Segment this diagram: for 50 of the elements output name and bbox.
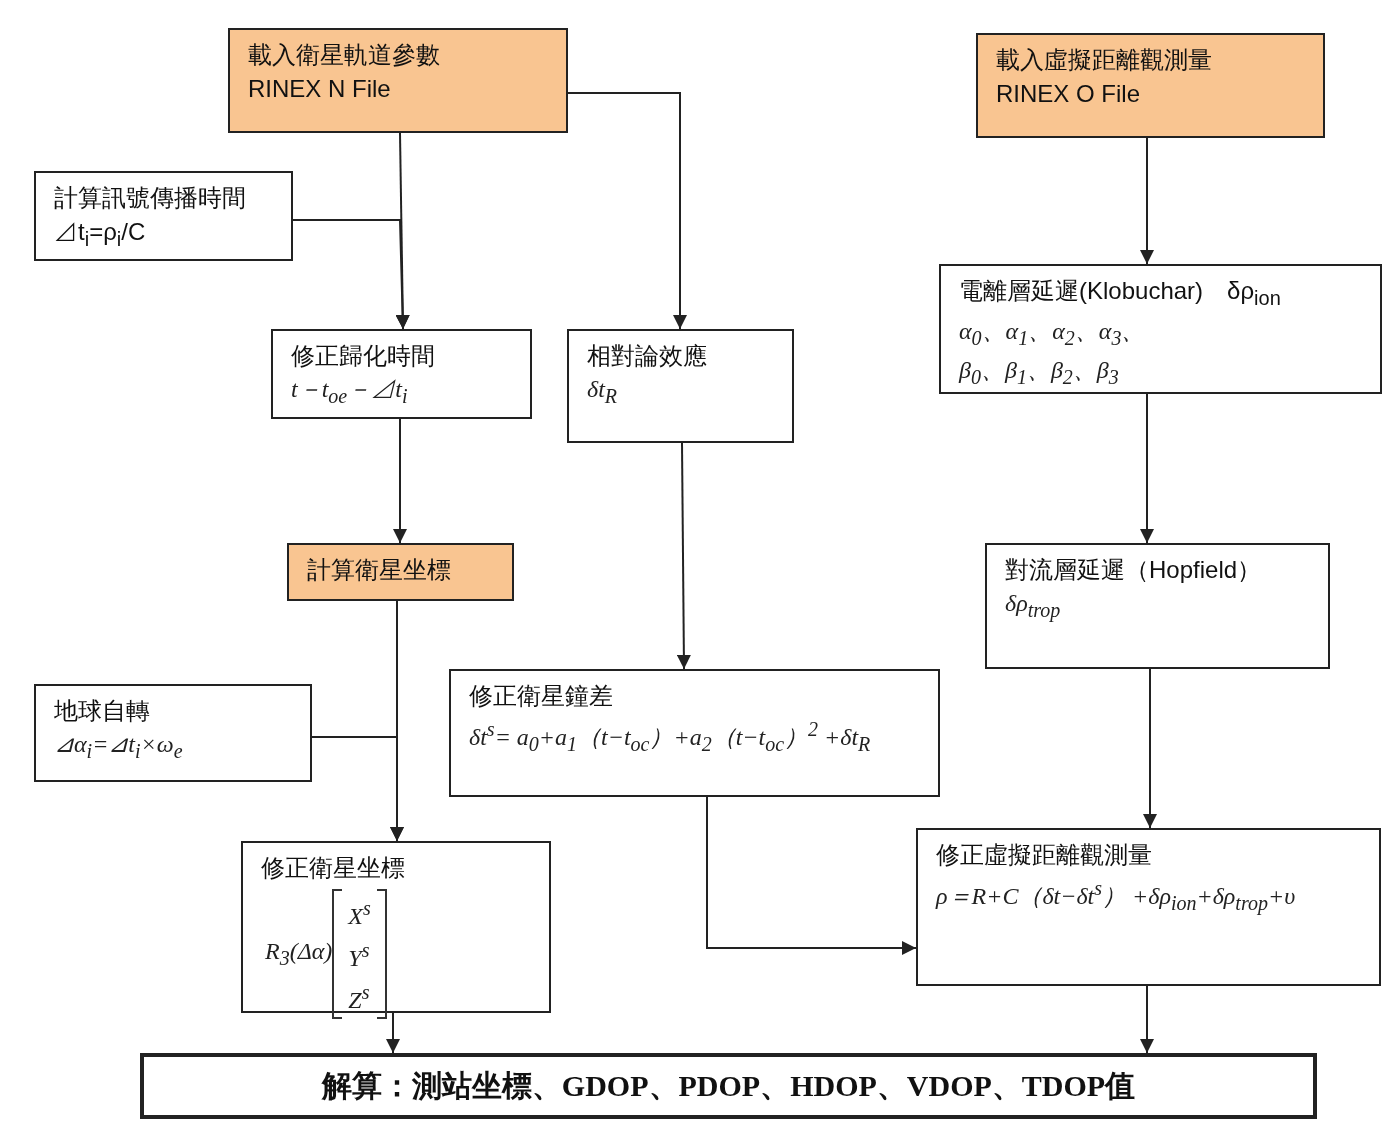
formula: ⊿α$_{i}$=⊿t$_{i}$×ω$_{e}$ <box>54 730 184 764</box>
matrix-entry: Y$^{s}$ <box>348 938 371 973</box>
process-box <box>916 828 1381 986</box>
process-box <box>271 329 532 419</box>
box-text: 計算訊號傳播時間⊿t$_{i}$=ρ$_{i}$/C <box>54 183 247 252</box>
box-text: 修正歸化時間 <box>291 341 436 371</box>
input-box <box>287 543 514 601</box>
arrow <box>676 442 691 670</box>
arrow <box>706 796 917 955</box>
formula: ρ＝R+C（δt−δt$^{s}$） +δρ$_{ion}$+δρ$_{trop}$+υ <box>936 876 1297 917</box>
arrow <box>1140 985 1154 1054</box>
formula: β$_{0}$、β$_{1}$、β$_{2}$、β$_{3}$ <box>959 355 1120 390</box>
process-box <box>985 543 1330 669</box>
arrow <box>292 219 410 330</box>
box-text: 地球自轉 <box>54 696 151 726</box>
process-box <box>449 669 940 797</box>
process-box <box>34 684 312 782</box>
formula: α$_{0}$、α$_{1}$、α$_{2}$、α$_{3}$、 <box>959 316 1147 351</box>
formula: δt$_{R}$ <box>587 375 619 409</box>
box-text: 修正衛星鐘差 <box>469 681 614 711</box>
arrow <box>1143 668 1157 829</box>
box-text: 載入衛星軌道參數 <box>248 40 441 70</box>
input-box <box>976 33 1325 138</box>
arrow <box>567 92 687 330</box>
box-text: 相對論效應 <box>587 341 708 371</box>
input-box <box>228 28 568 133</box>
process-box <box>34 171 293 261</box>
arrow <box>1140 393 1154 544</box>
arrow <box>1140 137 1154 265</box>
matrix-entry: X$^{s}$ <box>348 896 371 931</box>
box-text: 修正虛擬距離觀測量 <box>936 840 1153 870</box>
arrow <box>386 1012 400 1054</box>
result-box <box>140 1053 1317 1119</box>
matrix-entry: Z$^{s}$ <box>348 980 371 1015</box>
process-box <box>567 329 794 443</box>
box-text: 修正衛星坐標 <box>261 853 406 883</box>
formula: R$_{3}$(Δα) <box>265 937 333 964</box>
result-text: 解算：測站坐標、GDOP、PDOP、HDOP、VDOP、TDOP值 <box>321 1067 1136 1104</box>
arrow <box>393 418 407 544</box>
formula: δρ$_{trop}$ <box>1005 589 1062 624</box>
box-text: 載入虛擬距離觀測量 <box>996 45 1213 75</box>
box-text: 對流層延遲（Hopfield） <box>1005 555 1263 585</box>
formula: δt$^{s}$= a$_{0}$+a$_{1}$（t−t$_{oc}$）+a$_{2}$（t−t$_{oc}$）$^{2}$ +δt$_{R}$ <box>469 717 872 757</box>
formula: t－t$_{oe}$－⊿t$_{i}$ <box>291 375 409 409</box>
box-text: 電離層延遲(Klobuchar) δρ$_{ion}$ <box>959 276 1282 311</box>
process-box <box>939 264 1382 394</box>
file-label: RINEX O File <box>996 79 1142 109</box>
box-text: 計算衛星坐標 <box>307 555 452 585</box>
arrow <box>311 736 404 842</box>
file-label: RINEX N File <box>248 74 392 104</box>
